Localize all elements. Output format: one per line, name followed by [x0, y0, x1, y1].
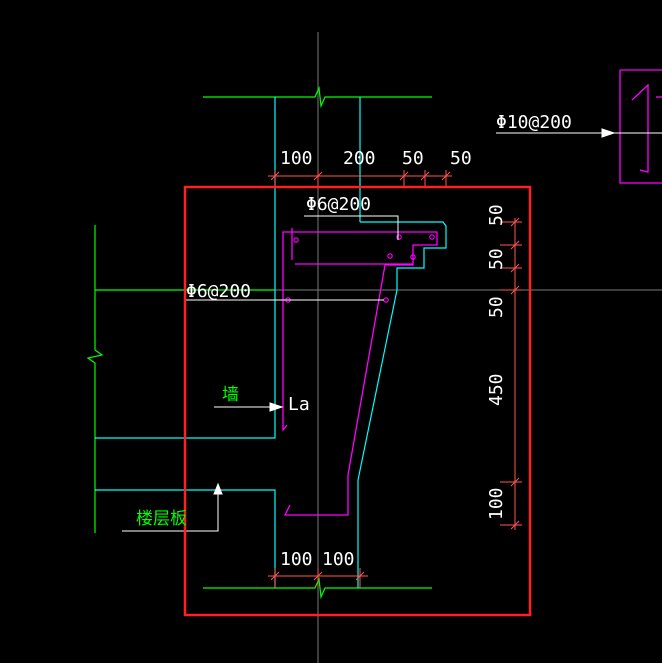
top-rebar-label: Φ10@200: [496, 112, 572, 133]
dim-tick: [441, 171, 451, 181]
dim-tick: [270, 571, 280, 581]
top-rebar-arrow: [601, 128, 616, 138]
dim-tick: [270, 171, 280, 181]
dimension-lines: [268, 170, 522, 588]
rebar-dot: [293, 237, 299, 243]
text-labels: Φ10@200 Φ6@200 Φ6@200 La 墙 楼层板 100 200 5…: [136, 112, 572, 570]
wall-right-face-lower: [95, 489, 276, 588]
rebar-dot: [396, 234, 402, 240]
dim-tick: [510, 217, 520, 227]
top-dim-2: 200: [343, 148, 376, 169]
top-dim-3: 50: [402, 148, 424, 169]
rebar-dot: [410, 254, 416, 260]
top-right-rebar-hook: [631, 83, 649, 173]
slab-leader: [122, 492, 219, 532]
concrete-outline: [95, 97, 447, 588]
right-dim-5: 100: [486, 487, 507, 520]
rebar-dot: [383, 297, 389, 303]
top-dim-1: 100: [280, 148, 313, 169]
left-wall-break-line: [86, 225, 104, 533]
rebar-dot: [387, 253, 393, 259]
crosshair-lines: [95, 32, 662, 663]
dim-tick: [510, 285, 520, 295]
bottom-dim-1: 100: [280, 549, 313, 570]
stirrup-upper-leader: [304, 215, 399, 240]
bottom-break-line: [203, 576, 432, 600]
top-right-rebar-frame: [619, 70, 662, 184]
highlight-box[interactable]: [183, 185, 532, 617]
corbel-outline: [357, 221, 447, 588]
dim-tick: [399, 171, 409, 181]
right-dim-4: 450: [486, 373, 507, 406]
right-dim-1: 50: [486, 204, 507, 226]
wall-label: 墙: [222, 385, 239, 405]
dim-tick: [510, 240, 520, 250]
rebar-dot: [429, 234, 435, 240]
slab-arrow: [213, 482, 223, 495]
wall-right-face-upper: [95, 97, 276, 439]
leader-lines: [122, 128, 662, 532]
stirrup-upper-label: Φ6@200: [306, 194, 371, 215]
top-break-line: [203, 85, 432, 109]
top-dim-4: 50: [450, 148, 472, 169]
right-dim-3: 50: [486, 296, 507, 318]
stirrup-left-label: Φ6@200: [186, 281, 251, 302]
dim-tick: [313, 571, 323, 581]
dim-tick: [420, 171, 430, 181]
rebar-group: [282, 69, 662, 516]
floor-slab-label: 楼层板: [136, 509, 187, 529]
bottom-dim-2: 100: [322, 549, 355, 570]
dim-tick: [510, 263, 520, 273]
dim-tick: [510, 477, 520, 487]
wall-arrow: [269, 402, 284, 412]
dim-tick: [355, 571, 365, 581]
right-dim-2: 50: [486, 248, 507, 270]
anchorage-label: La: [288, 394, 310, 415]
dim-tick: [313, 171, 323, 181]
dim-tick: [510, 520, 520, 530]
